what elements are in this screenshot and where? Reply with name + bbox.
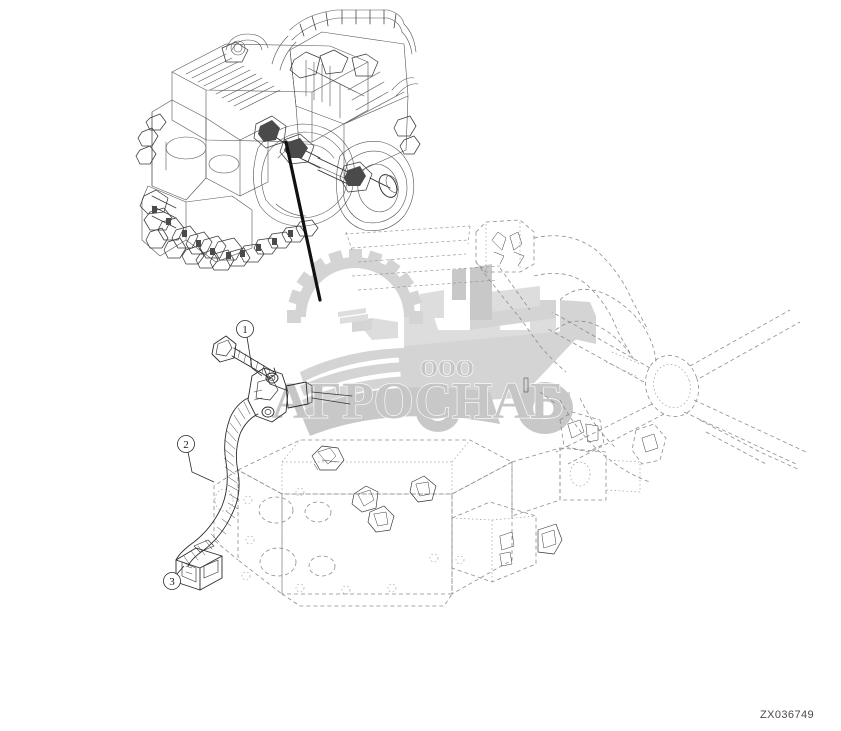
watermark-company-name: АГРОСНАБ — [271, 373, 564, 430]
engine-transmission-assembly — [135, 9, 421, 271]
callout-3-leader — [176, 565, 185, 575]
callout-2[interactable]: 2 — [177, 435, 195, 453]
watermark-group: ООО АГРОСНАБ — [271, 249, 596, 436]
rear-axle-housing — [344, 219, 807, 483]
callout-1[interactable]: 1 — [236, 320, 254, 338]
callout-2-circle[interactable] — [177, 435, 195, 453]
speed-sensor-body — [247, 367, 353, 423]
watermark-company-form: ООО — [420, 356, 474, 381]
part-number-label: ZX036749 — [760, 709, 814, 721]
wiring-harness-conduit — [175, 397, 259, 567]
speed-sensor-harness: 1 2 3 — [163, 320, 353, 591]
engine-leader-line — [284, 140, 322, 302]
callout-1-label: 1 — [242, 324, 248, 336]
callout-2-label: 2 — [183, 439, 189, 451]
gear-icon — [287, 249, 500, 436]
callout-3[interactable]: 3 — [163, 572, 181, 590]
callout-3-label: 3 — [169, 576, 175, 588]
callout-2-leader — [187, 451, 215, 483]
callout-1-leader — [246, 336, 263, 377]
callout-1-circle[interactable] — [236, 320, 254, 338]
callout-3-circle[interactable] — [163, 572, 181, 590]
cap-screw-part — [211, 335, 277, 379]
hydraulic-pump-block — [213, 439, 641, 607]
